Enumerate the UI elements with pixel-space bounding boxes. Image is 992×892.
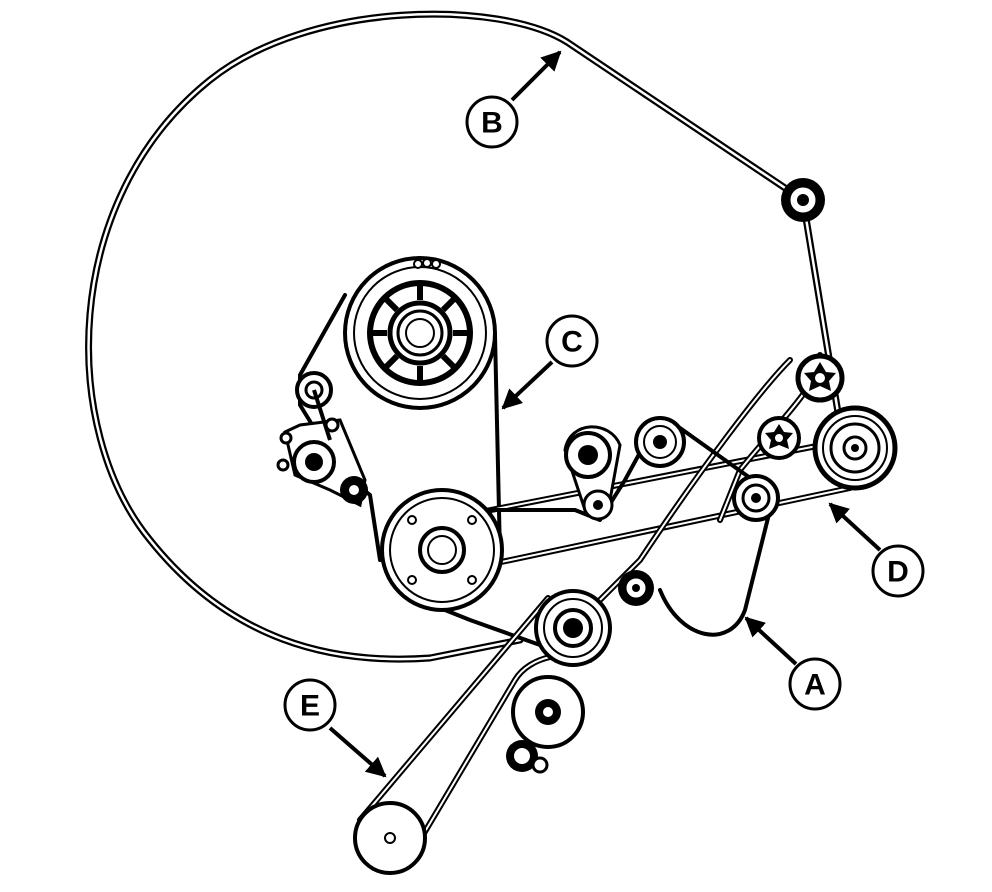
middle-star-pulley (757, 416, 801, 460)
belt-d (437, 423, 853, 578)
right-center-idler (732, 474, 780, 522)
belt-a-small-idler (618, 570, 654, 606)
callout-e: E (283, 678, 387, 778)
lower-center-pulley (534, 589, 612, 667)
callout-e-label: E (300, 690, 320, 723)
callout-d: D (828, 502, 925, 598)
upper-star-pulley (795, 353, 845, 403)
left-tensioner-assembly (276, 371, 368, 508)
upper-center-idler (634, 416, 686, 468)
callout-b: B (465, 50, 562, 149)
callout-a: A (744, 616, 842, 711)
callout-c: C (501, 314, 599, 410)
callout-a-label: A (804, 669, 826, 702)
callout-d-label: D (887, 556, 909, 589)
lower-gear (506, 740, 549, 774)
right-drive-pulley (812, 405, 898, 491)
bottom-left-pulley (353, 801, 427, 875)
callout-c-label: C (561, 326, 583, 359)
upper-drive-pulley (343, 256, 497, 410)
center-idler-bracket (563, 425, 622, 521)
belt-b-idler (781, 178, 825, 222)
callout-b-label: B (481, 107, 503, 140)
lower-pulley (511, 675, 585, 749)
lower-left-pulley (380, 488, 504, 612)
belt-b (85, 10, 849, 663)
